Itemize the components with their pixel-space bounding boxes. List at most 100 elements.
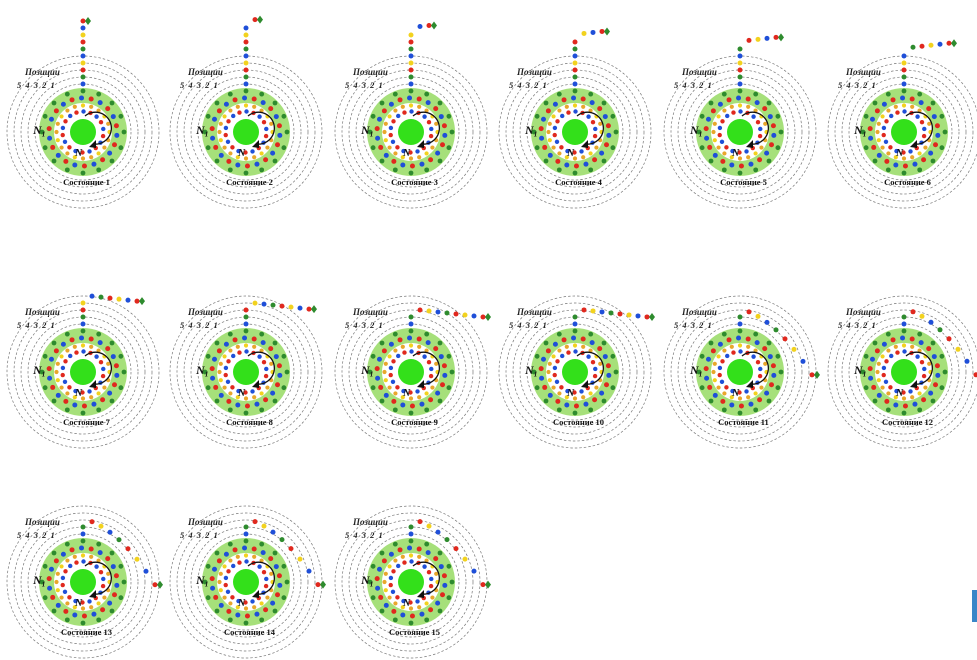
- bead-dark-green: [700, 354, 705, 359]
- bead-orange: [730, 345, 734, 349]
- state-label: Состояние 6: [826, 177, 977, 187]
- bead-dark-green: [409, 411, 414, 416]
- bead-blue: [91, 162, 96, 167]
- chain-bead: [244, 322, 249, 327]
- bead-blue: [748, 402, 753, 407]
- n1-label: N₁: [196, 573, 209, 588]
- bead-orange: [877, 122, 881, 126]
- chain-bead: [902, 75, 907, 80]
- bead-blue: [884, 140, 888, 144]
- chain-bead: [117, 537, 122, 542]
- bead-blue: [61, 342, 66, 347]
- bead-red: [237, 110, 241, 114]
- bead-red: [769, 142, 774, 147]
- bead-orange: [259, 391, 263, 395]
- bead-dark-green: [110, 159, 115, 164]
- bead-blue: [389, 366, 393, 370]
- bead-blue: [226, 590, 230, 594]
- bead-dark-green: [917, 332, 922, 337]
- bead-orange: [244, 103, 248, 107]
- bead-dark-green: [273, 609, 278, 614]
- bead-orange: [753, 151, 757, 155]
- bead-dark-green: [273, 101, 278, 106]
- bead-red: [442, 573, 447, 578]
- bead-dark-green: [206, 145, 211, 150]
- bead-blue: [210, 136, 215, 141]
- bead-orange: [716, 354, 720, 358]
- bead-red: [926, 346, 931, 351]
- bead-red: [378, 145, 383, 150]
- bead-orange: [886, 108, 890, 112]
- bead-red: [382, 108, 387, 113]
- bead-dark-green: [52, 551, 57, 556]
- n2-label: N: [731, 148, 740, 159]
- chain-bead: [81, 532, 86, 537]
- bead-blue: [439, 354, 444, 359]
- bead-blue: [212, 117, 217, 122]
- bead-blue: [68, 564, 72, 568]
- bead-orange: [409, 343, 413, 347]
- bead-red: [711, 348, 716, 353]
- bead-blue: [81, 349, 85, 353]
- bead-orange: [89, 605, 93, 609]
- bead-orange: [89, 345, 93, 349]
- bead-blue: [377, 567, 382, 572]
- bead-blue: [419, 162, 424, 167]
- bead-dark-green: [931, 341, 936, 346]
- bead-red: [720, 399, 725, 404]
- scroll-indicator[interactable]: [972, 590, 977, 622]
- bead-dark-green: [775, 385, 780, 390]
- bead-red: [542, 385, 547, 390]
- bead-orange: [387, 564, 391, 568]
- chain-bead: [573, 82, 578, 87]
- bead-red: [562, 337, 567, 342]
- position-numbers: 5 4 3 2 1: [180, 80, 219, 90]
- chain-bead: [409, 33, 414, 38]
- bead-dark-green: [259, 167, 264, 172]
- bead-blue: [400, 163, 405, 168]
- bead-orange: [880, 145, 884, 149]
- bead-red: [727, 337, 732, 342]
- bead-orange: [551, 114, 555, 118]
- bead-blue: [555, 380, 559, 384]
- bead-red: [268, 556, 273, 561]
- chain-bead: [974, 372, 977, 377]
- bead-red: [391, 359, 395, 363]
- chain-bead: [244, 26, 249, 31]
- chain-bead: [920, 44, 925, 49]
- chain-bead: [409, 525, 414, 530]
- bead-red: [606, 363, 611, 368]
- n1-label: N₁: [196, 363, 209, 378]
- bead-orange: [228, 151, 232, 155]
- bead-orange: [59, 354, 63, 358]
- n2-label: N: [237, 148, 246, 159]
- bead-dark-green: [779, 370, 784, 375]
- bead-blue: [264, 367, 268, 371]
- bead-blue: [81, 109, 85, 113]
- bead-orange: [384, 138, 388, 142]
- bead-red: [264, 374, 268, 378]
- bead-blue: [915, 354, 919, 358]
- bead-dark-green: [215, 609, 220, 614]
- positions-label: Позиции: [353, 307, 388, 317]
- chain-bead: [81, 54, 86, 59]
- bead-orange: [393, 108, 397, 112]
- bead-dark-green: [43, 595, 48, 600]
- bead-dark-green: [52, 341, 57, 346]
- bead-blue: [758, 367, 762, 371]
- bead-orange: [759, 145, 763, 149]
- bead-red: [395, 145, 399, 149]
- bead-dark-green: [767, 159, 772, 164]
- bead-dark-green: [52, 101, 57, 106]
- bead-blue: [56, 603, 61, 608]
- bead-dark-green: [81, 329, 86, 334]
- bead-orange: [546, 130, 550, 134]
- bead-red: [888, 145, 892, 149]
- n1-label: N₁: [690, 123, 703, 138]
- bead-red: [428, 607, 433, 612]
- bead-red: [74, 560, 78, 564]
- chain-bead: [409, 68, 414, 73]
- bead-orange: [409, 103, 413, 107]
